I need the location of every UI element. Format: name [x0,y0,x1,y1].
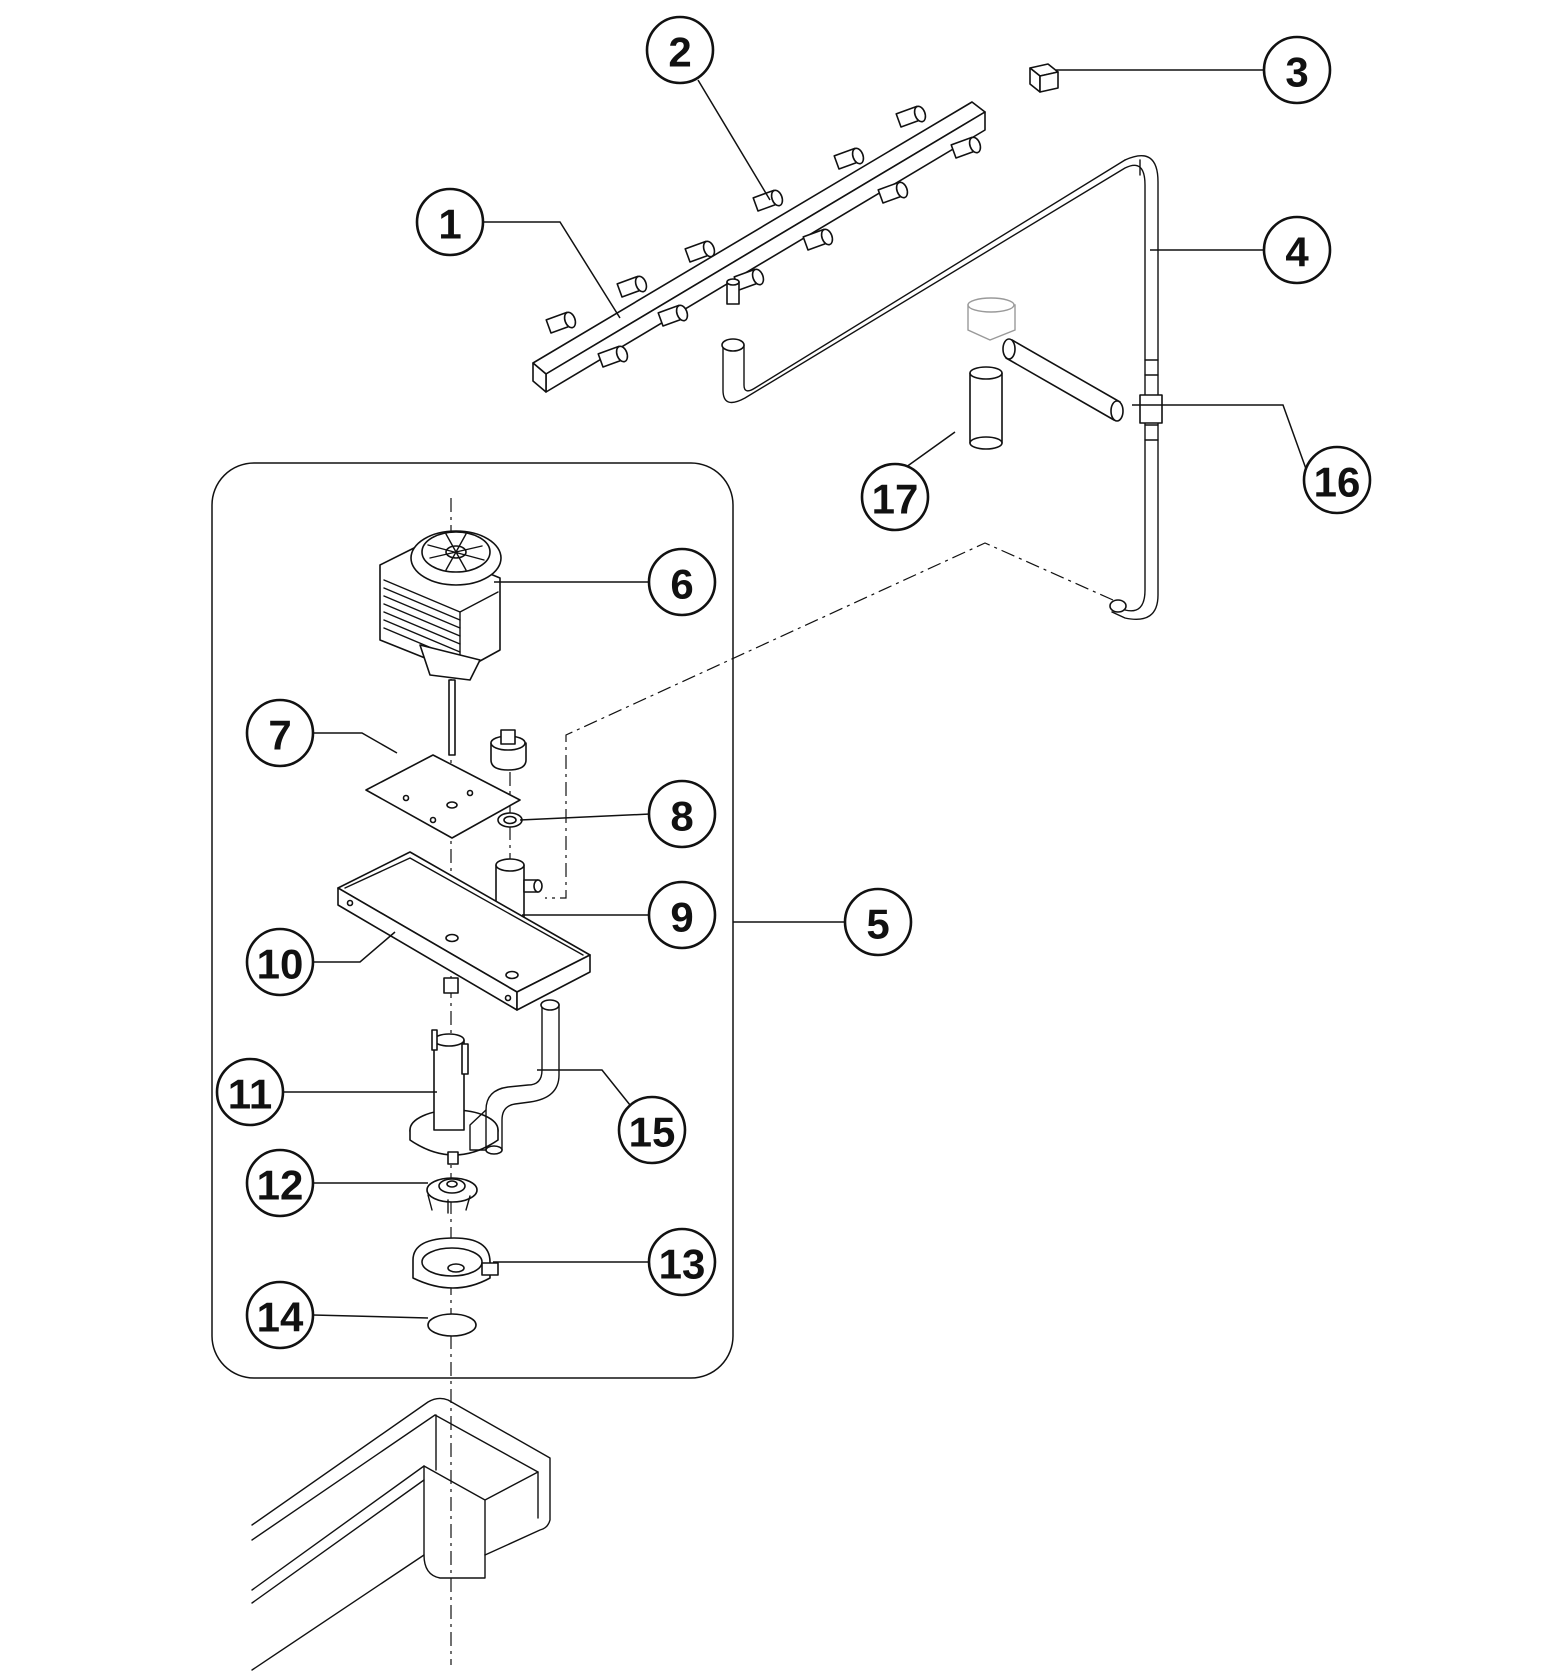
callout-9-label: 9 [670,894,693,941]
spray-nozzle [895,105,927,128]
tee-connector [967,297,1163,424]
pump-cover [412,1237,499,1289]
callout-16-label: 16 [1314,459,1361,506]
assembly-group-box [211,462,734,1379]
callout-14: 14 [245,1280,315,1350]
callout-5-label: 5 [866,901,889,948]
callout-7: 7 [245,698,315,768]
spray-nozzles [545,105,982,368]
callout-13-label: 13 [659,1241,706,1288]
outlet-cap [490,729,527,771]
callout-12: 12 [245,1148,315,1218]
pump-motor [379,530,502,756]
callout-4: 4 [1262,215,1332,285]
callout-17: 17 [860,462,930,532]
spray-nozzle [616,275,648,298]
spray-nozzle [802,228,834,251]
callout-15: 15 [617,1095,687,1165]
assembly-path-pipe [545,542,1114,899]
callout-13: 13 [647,1227,717,1297]
end-cap [1029,63,1059,93]
gasket-plate [365,754,521,839]
callout-7-label: 7 [268,712,291,759]
spray-nozzle [833,147,865,170]
callout-15-label: 15 [629,1109,676,1156]
short-hose [969,366,1003,450]
callout-6-label: 6 [670,561,693,608]
spray-nozzle [657,304,689,327]
callout-8-label: 8 [670,793,693,840]
callout-17-label: 17 [872,476,919,523]
callout-9: 9 [647,880,717,950]
callout-11-label: 11 [228,1071,272,1118]
outlet-hose [469,999,560,1155]
spray-nozzle [752,189,784,212]
callout-2-label: 2 [668,29,691,76]
base-sump [251,1397,551,1671]
callout-12-label: 12 [257,1162,304,1209]
callout-1-label: 1 [438,201,461,248]
callout-3-label: 3 [1285,49,1308,96]
callout-10-label: 10 [257,941,304,988]
callout-11: 11 [215,1057,285,1127]
spray-nozzle [597,345,629,368]
washer [497,812,523,828]
callout-2: 2 [645,15,715,85]
callout-10: 10 [245,927,315,997]
callout-14-label: 14 [257,1294,304,1341]
spray-nozzle [684,240,716,263]
spray-nozzle [877,181,909,204]
spray-nozzle [950,136,982,159]
callout-4-label: 4 [1285,229,1309,276]
callout-16: 16 [1302,445,1372,515]
pump-housing [409,1029,499,1165]
callout-5: 5 [843,887,913,957]
spray-manifold-bar [532,101,986,393]
impeller [426,1177,478,1214]
tray [337,851,591,1011]
callout-1: 1 [415,187,485,257]
distribution-pipe [721,155,1159,620]
callout-8: 8 [647,779,717,849]
o-ring [427,1313,477,1337]
callout-6: 6 [647,547,717,617]
spray-nozzle [545,311,577,334]
leader-lines [283,69,1311,1319]
callout-3: 3 [1262,35,1332,105]
